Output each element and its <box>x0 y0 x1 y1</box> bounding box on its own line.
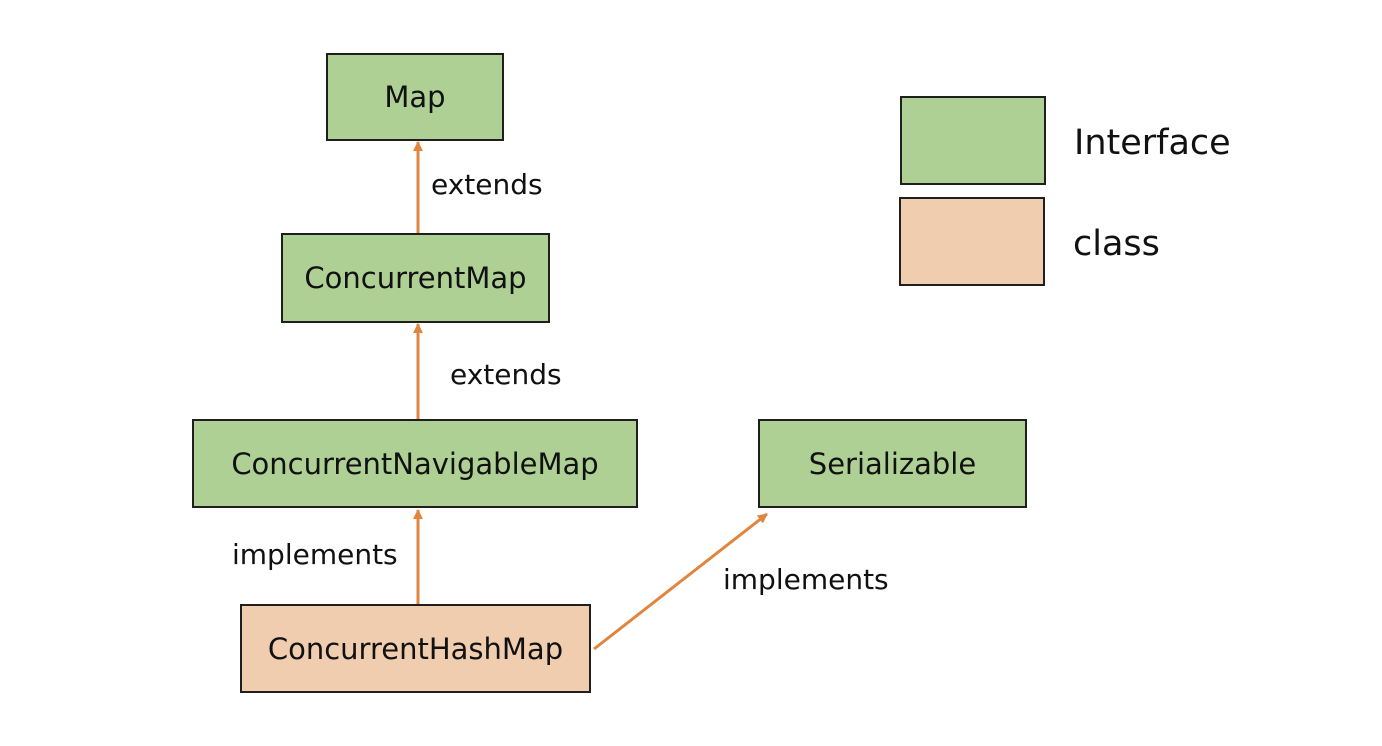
edge-label-chm-to-cnm: implements <box>232 538 398 571</box>
node-map: Map <box>326 53 504 141</box>
legend-class-swatch <box>899 197 1045 286</box>
node-serializable: Serializable <box>758 419 1027 508</box>
node-concurrent-navigable-map-label: ConcurrentNavigableMap <box>231 446 599 481</box>
edge-label-cnm-to-cm: extends <box>450 358 562 391</box>
legend-class-label: class <box>1073 224 1160 264</box>
edge-label-cm-to-map: extends <box>431 168 543 201</box>
node-concurrent-map: ConcurrentMap <box>281 233 550 323</box>
legend-interface-swatch <box>900 96 1046 185</box>
node-serializable-label: Serializable <box>808 446 977 481</box>
edge-label-chm-to-serializable: implements <box>723 563 889 596</box>
node-concurrent-navigable-map: ConcurrentNavigableMap <box>192 419 638 508</box>
legend-interface-label: Interface <box>1074 123 1231 163</box>
node-concurrent-hash-map: ConcurrentHashMap <box>240 604 591 693</box>
node-map-label: Map <box>384 80 446 114</box>
node-concurrent-hash-map-label: ConcurrentHashMap <box>267 631 564 666</box>
node-concurrent-map-label: ConcurrentMap <box>304 261 527 295</box>
arrow-chm-to-serializable <box>593 512 768 651</box>
